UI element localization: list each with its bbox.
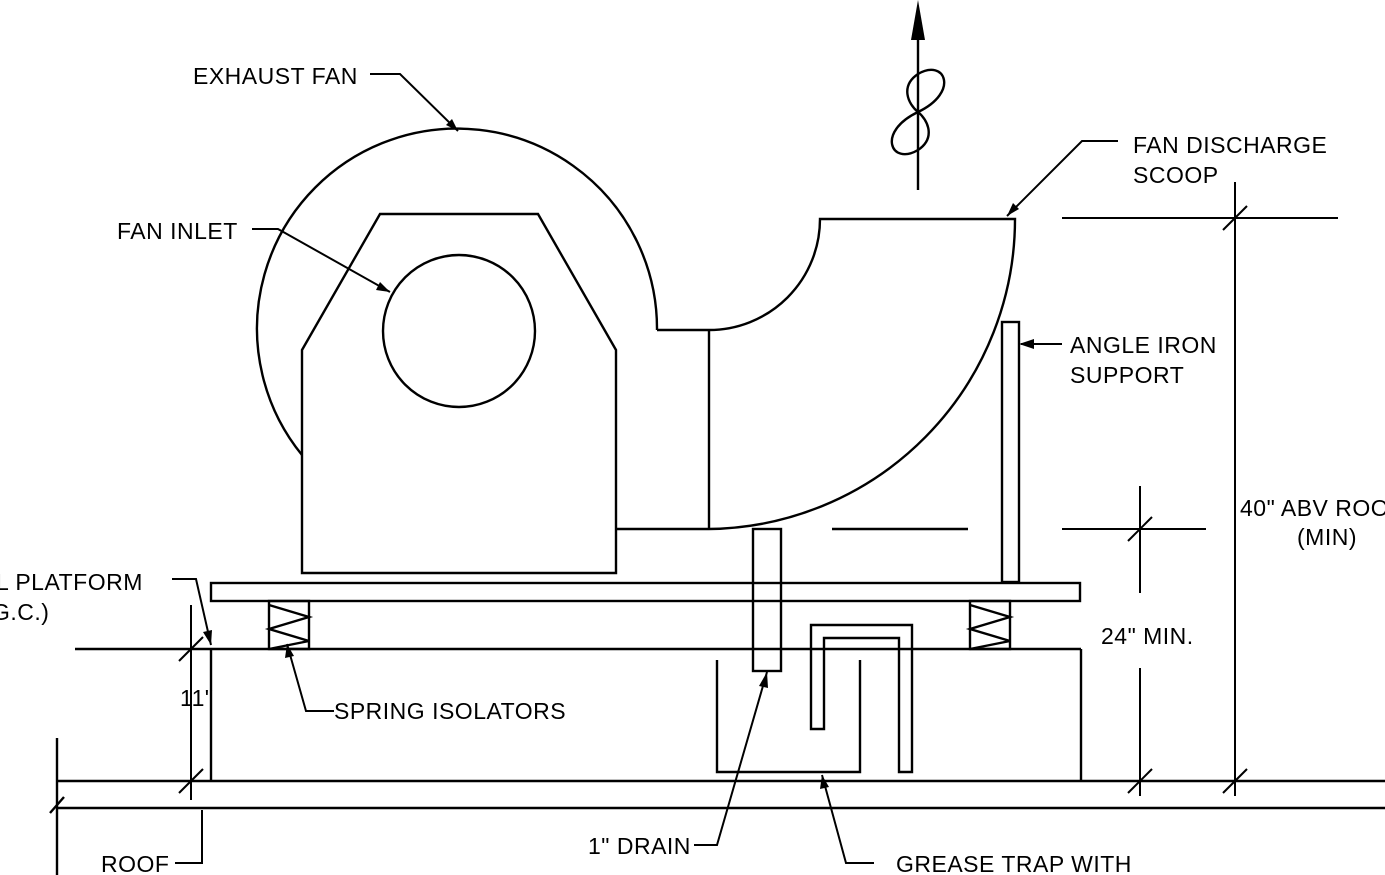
label-angle-iron-support-line1: ANGLE IRON [1070,332,1217,358]
label-spring-isolators: SPRING ISOLATORS [334,698,566,724]
label-roof: ROOF [101,851,169,875]
label-angle-iron-support-line2: SUPPORT [1070,362,1184,388]
fan-discharge-scoop [708,217,1017,531]
airflow-arrow-head [911,0,925,40]
leader-roof [175,810,203,864]
label-24-min: 24" MIN. [1101,623,1194,649]
label-fan-discharge-scoop-line1: FAN DISCHARGE [1133,132,1327,158]
leader-spring-isolators [286,643,334,712]
label-platform-line1: L PLATFORM [0,569,143,595]
spring-isolator-left [264,599,314,651]
label-grease-trap: GREASE TRAP WITH [896,851,1132,875]
drain-pipe [751,527,783,673]
roof-break-tick [49,796,65,814]
leader-fan-discharge [1006,140,1118,217]
dim-24-tick-top [1127,516,1153,542]
spring-isolator-right [965,599,1015,651]
fan-side-plate [300,212,618,575]
leader-platform [172,578,212,646]
label-exhaust-fan: EXHAUST FAN [193,63,358,89]
fan-housing-scroll [255,127,659,456]
fan-inlet-circle [381,253,537,409]
label-fan-discharge-scoop-line2: SCOOP [1133,162,1219,188]
grease-trap-container [715,660,862,774]
label-40-abv-roof: 40" ABV ROOF [1240,495,1385,521]
leader-fan-inlet [252,228,391,293]
leader-grease-trap [821,774,874,864]
dim-11-tick-top [178,636,204,662]
dim-11-tick-bottom [178,768,204,794]
dim-40-tick-top [1222,205,1248,231]
dim-40-tick-bottom [1222,768,1248,794]
equipment-platform [209,581,1082,603]
label-fan-inlet: FAN INLET [117,218,238,244]
label-platform-line2: G.C.) [0,599,49,625]
label-40-min: (MIN) [1297,524,1357,550]
angle-iron-support [1000,320,1021,584]
dim-24-tick-bottom [1127,768,1153,794]
leader-drain [694,671,768,846]
label-drain: 1" DRAIN [588,833,691,859]
label-11-inch: 11" [180,685,214,711]
leader-exhaust-fan [370,73,459,132]
grease-trap-u-pipe [809,623,914,774]
airflow-s-break [890,68,946,156]
